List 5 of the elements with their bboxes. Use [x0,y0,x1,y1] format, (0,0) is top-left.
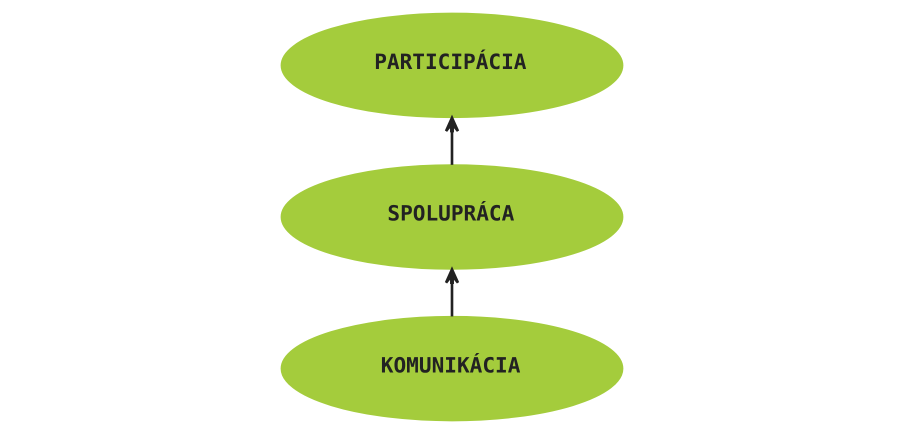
arrow [444,268,460,316]
node-ellipse: SPOLUPRÁCA [280,164,624,270]
node-ellipse: KOMUNIKÁCIA [280,316,624,422]
node-ellipse: PARTICIPÁCIA [280,12,624,118]
arrow [444,116,460,165]
